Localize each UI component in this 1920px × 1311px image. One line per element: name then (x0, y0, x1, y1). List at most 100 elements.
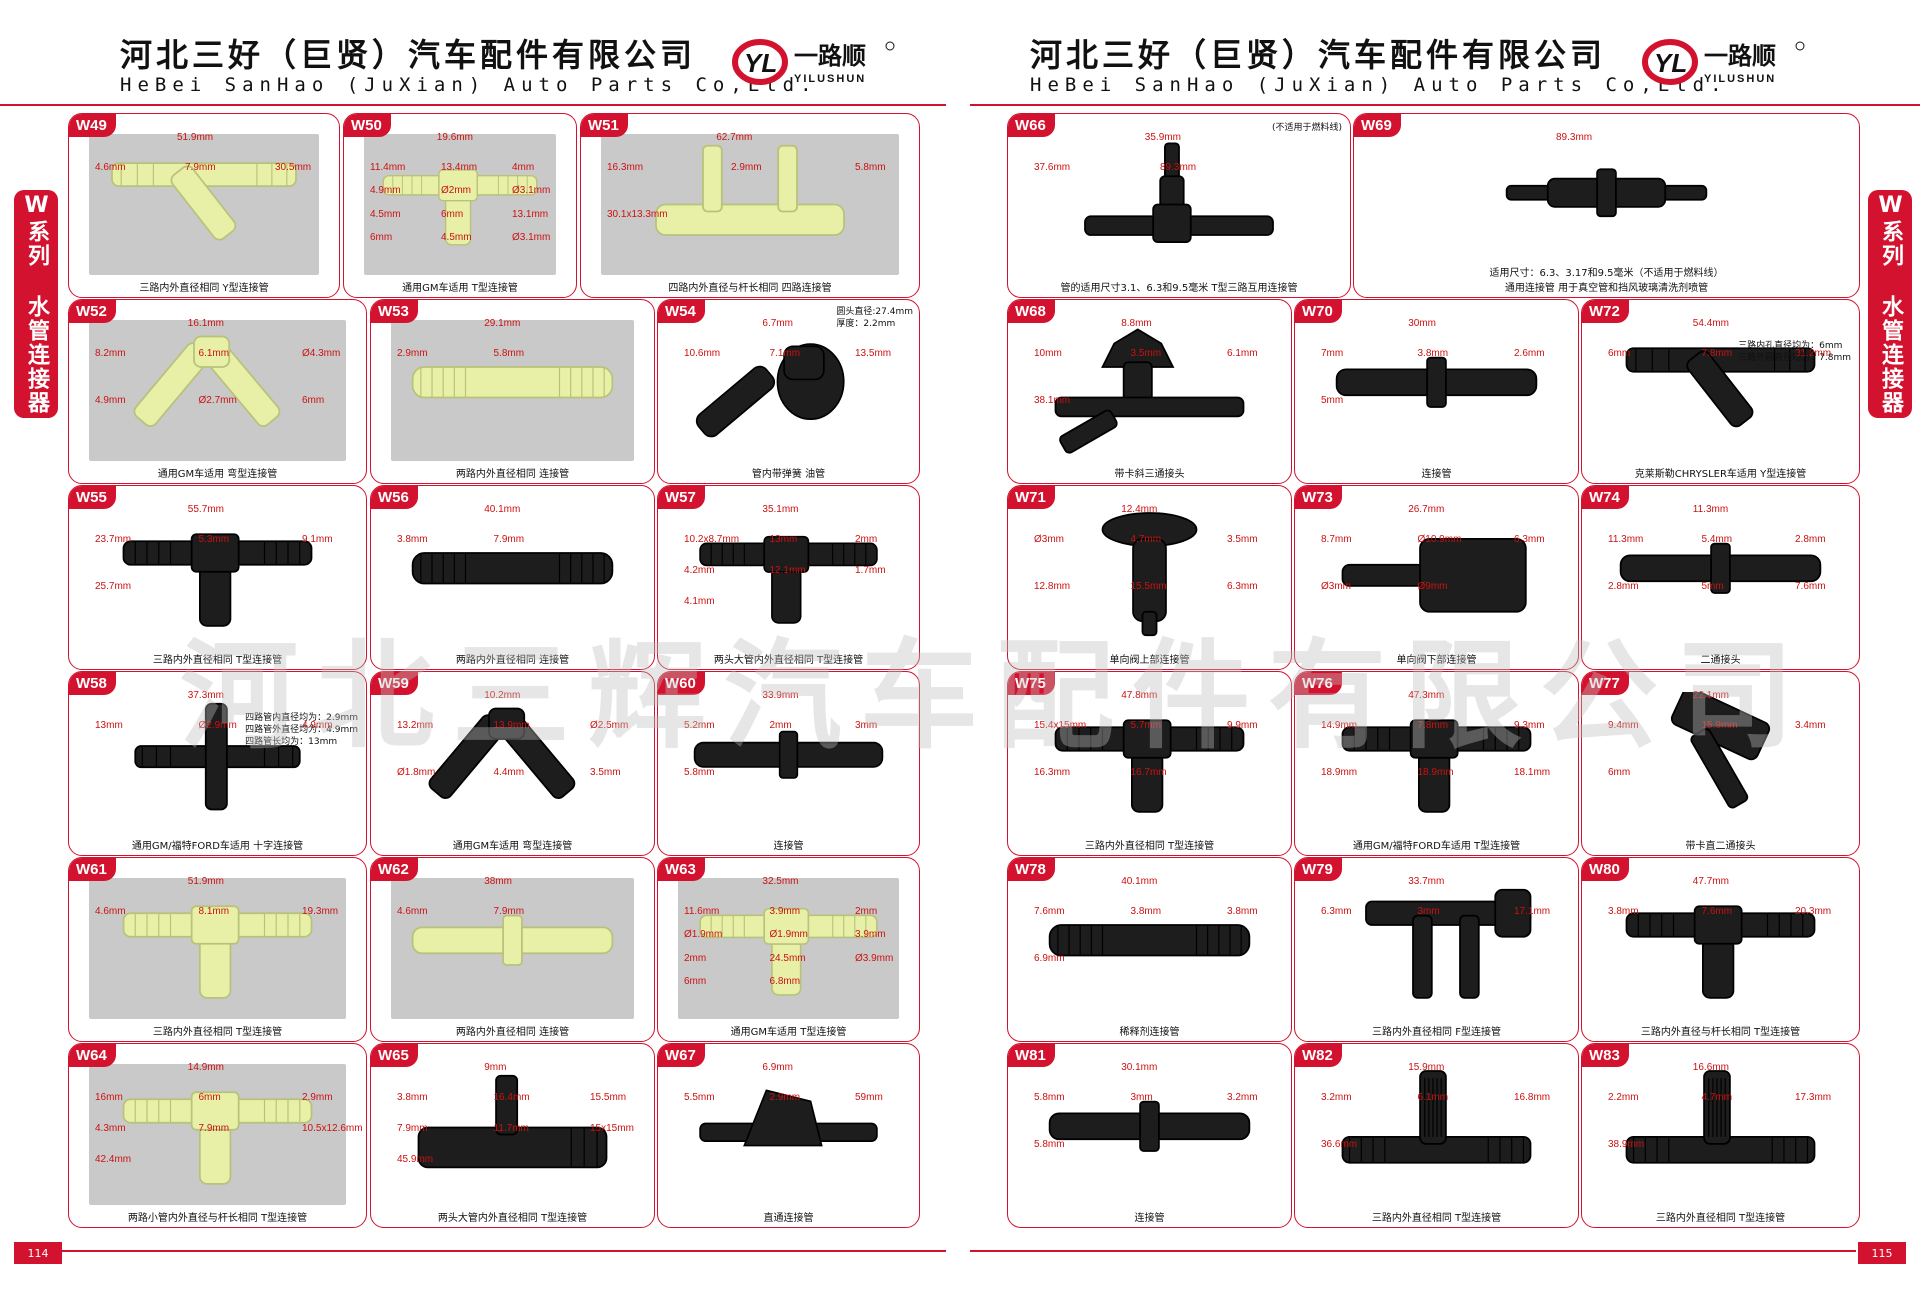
product-photo (678, 1064, 899, 1205)
product-photo (1602, 320, 1839, 461)
part-illustration (699, 535, 878, 624)
part-illustration (1625, 347, 1816, 428)
dimension-label: 6.9mm (762, 1062, 793, 1073)
brand-logo: YL 一路顺 YILUSHUN (1642, 34, 1812, 90)
page-number: 114 (14, 1242, 62, 1264)
dimension-label: 15x15mm (590, 1123, 634, 1134)
dimension-label: 8.7mm (1321, 534, 1352, 545)
product-code: W54 (658, 300, 705, 323)
dimension-label: 6mm (370, 231, 393, 243)
product-photo (1315, 878, 1558, 1019)
product-caption: 单向阀上部连接管 (1109, 655, 1190, 666)
part-illustration (1048, 1100, 1251, 1152)
logo-en: YILUSHUN (794, 73, 866, 85)
product-photo (89, 878, 346, 1019)
part-illustration (1505, 168, 1708, 218)
dimension-label: 3.5mm (1227, 534, 1258, 545)
dimension-label: 2mm (769, 720, 792, 731)
dimension-label: 2.2mm (1608, 1092, 1639, 1103)
dimension-label: 10.2mm (484, 690, 521, 701)
dimension-label: 38.9mm (1608, 1138, 1645, 1150)
part-illustration (695, 343, 845, 438)
dimension-label: 2.8mm (1608, 580, 1639, 592)
dimension-label: 3.8mm (397, 1092, 428, 1103)
product-code: W76 (1295, 672, 1342, 695)
logo-en: YILUSHUN (1704, 73, 1776, 85)
dimension-label: Ø2.7mm (198, 394, 237, 406)
product-code: W60 (658, 672, 705, 695)
part-illustration (1625, 1070, 1816, 1164)
dimension-label: 5.4mm (1701, 534, 1733, 545)
part-illustration (1335, 356, 1538, 408)
dimension-label: 3.9mm (855, 929, 886, 941)
dimension-label: 7.6mm (1701, 906, 1733, 917)
dimension-label: 3.8mm (397, 534, 428, 545)
product-caption: 三路内外直径相同 T型连接管 (1084, 841, 1215, 852)
product-caption: 通用GM车适用 T型连接管 (730, 1027, 847, 1038)
part-illustration (699, 1089, 878, 1147)
product-caption: 稀释剂连接管 (1119, 1027, 1180, 1038)
dimension-label: 62.7mm (716, 132, 753, 143)
product-caption: 适用尺寸：6.3、3.17和9.5毫米（不适用于燃料线） 通用连接管 用于真空管… (1489, 268, 1724, 294)
part-illustration (411, 366, 614, 399)
dimension-label: 17.3mm (1795, 1092, 1832, 1103)
dimension-label: 35.9mm (1144, 132, 1181, 143)
dimension-label: 36.6mm (1321, 1138, 1358, 1150)
part-illustration (411, 552, 614, 585)
dimension-label: 38.1mm (1034, 394, 1071, 406)
dimension-label: 10.2x8.7mm (684, 534, 740, 545)
dimension-label: 35.1mm (762, 504, 799, 515)
dimension-label: 25.7mm (95, 580, 132, 592)
product-code: W80 (1582, 858, 1629, 881)
dimension-label: 3.8mm (1417, 348, 1449, 359)
product-photo (1028, 692, 1271, 833)
dimension-label: 8.2mm (95, 348, 126, 359)
dimension-label: 3mm (1130, 1092, 1153, 1103)
dimension-label: 38mm (484, 876, 512, 887)
product-caption: 三路内外直径相同 Y型连接管 (139, 283, 269, 294)
footer-rule (970, 1250, 1856, 1252)
part-illustration (1625, 905, 1816, 999)
product-photo (364, 134, 556, 275)
dimension-label: 2.8mm (1795, 534, 1826, 545)
dimension-label: 16.6mm (1692, 1062, 1729, 1073)
dimension-label: 51.9mm (177, 132, 214, 143)
dimension-label: Ø3.1mm (512, 231, 551, 243)
dimension-label: 13.5mm (855, 348, 892, 359)
dimension-label: 6.3mm (1227, 580, 1258, 592)
product-caption: 通用GM/福特FORD车适用 十字连接管 (131, 841, 304, 852)
dimension-label: 4.6mm (397, 906, 428, 917)
dimension-label: 13.2mm (397, 720, 434, 731)
dimension-label: 6.1mm (198, 348, 230, 359)
dimension-label: 16mm (95, 1092, 123, 1103)
dimension-label: 45.9mm (397, 1154, 434, 1165)
dimension-label: 26.7mm (1408, 504, 1445, 515)
dimension-label: Ø1.9mm (769, 929, 808, 941)
part-illustration (655, 144, 845, 236)
product-code: W67 (658, 1044, 705, 1067)
dimension-label: 6.1mm (1227, 348, 1258, 359)
product-code: W53 (371, 300, 418, 323)
part-illustration (1341, 719, 1532, 813)
dimension-label: 3.8mm (1608, 906, 1639, 917)
dimension-label: 15.5mm (1130, 580, 1167, 592)
product-caption: 四路内外直径与杆长相同 四路连接管 (668, 283, 832, 294)
dimension-label: 9.4mm (1608, 720, 1639, 731)
